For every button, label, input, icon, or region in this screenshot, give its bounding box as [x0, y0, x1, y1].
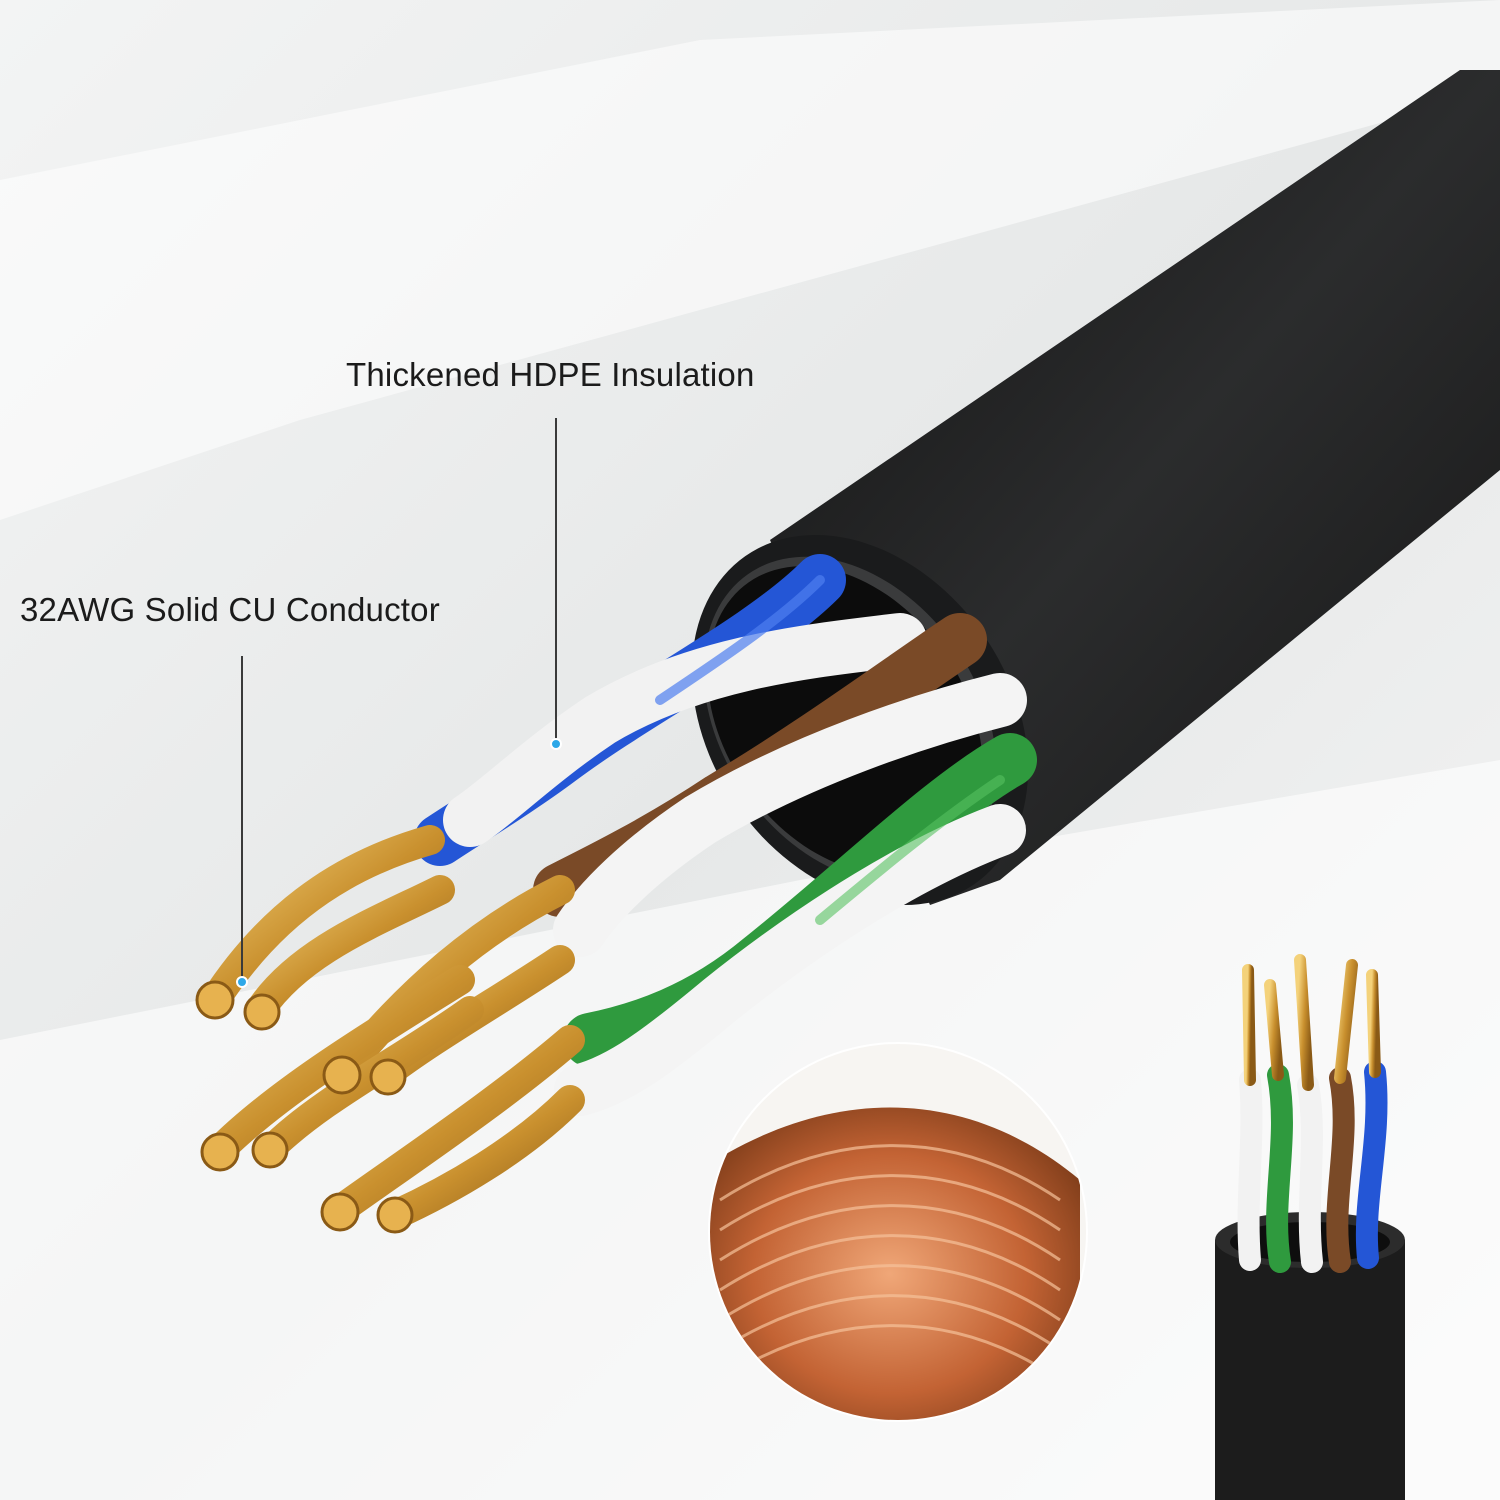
cable-end-inset: [1215, 954, 1405, 1500]
copper-strands: [200, 825, 585, 1230]
callout-conductor: [236, 656, 248, 988]
twisted-pairs: [414, 554, 1037, 1116]
callout-hdpe: [550, 418, 562, 750]
callout-dot: [236, 976, 248, 988]
conductor-label: 32AWG Solid CU Conductor: [20, 591, 440, 628]
copper-coil-inset: [708, 1042, 1088, 1422]
strand-ends: [195, 980, 414, 1234]
insulation-label: Thickened HDPE Insulation: [346, 356, 755, 393]
callout-dot: [550, 738, 562, 750]
